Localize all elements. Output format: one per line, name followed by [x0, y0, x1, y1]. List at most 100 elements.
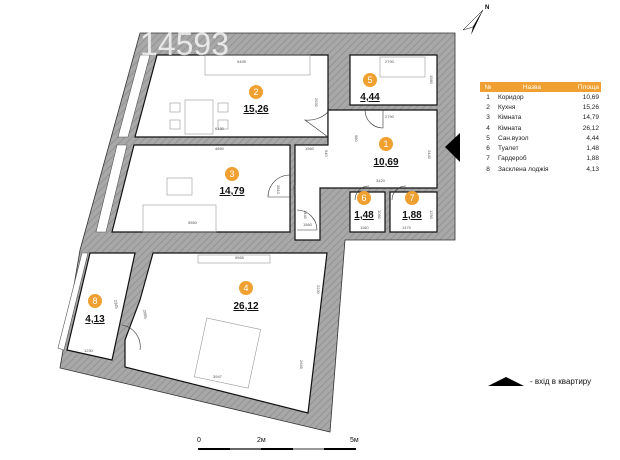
- header-number: №: [480, 82, 496, 92]
- legend-name: Кухня: [498, 103, 516, 111]
- north-compass-icon: N: [462, 5, 489, 35]
- svg-text:5565: 5565: [235, 255, 245, 260]
- window: [57, 252, 89, 351]
- legend-row: 5 Сан.вузол 4,44: [480, 133, 601, 143]
- door: [296, 209, 318, 231]
- room-marker-4: 426,12: [233, 281, 259, 312]
- legend-number: 8: [486, 165, 490, 173]
- door: [391, 185, 407, 201]
- room-marker-1: 110,69: [373, 137, 399, 168]
- scale-label: 2м: [257, 437, 266, 444]
- svg-text:1470: 1470: [402, 225, 412, 230]
- door: [364, 109, 384, 129]
- legend-area: 26,12: [582, 124, 599, 132]
- legend-area: 15,26: [582, 103, 599, 111]
- room-bedroom: [124, 252, 328, 414]
- entrance-legend: - вхід в квартиру: [488, 377, 591, 386]
- header-name: Назва: [496, 82, 568, 92]
- north-label: N: [485, 5, 489, 11]
- legend-number: 2: [486, 103, 490, 111]
- legend-number: 5: [486, 134, 490, 142]
- window: [117, 54, 151, 138]
- window: [95, 144, 128, 233]
- svg-text:2645: 2645: [299, 360, 304, 370]
- header-area: Площа: [567, 82, 601, 92]
- svg-text:540: 540: [324, 150, 329, 157]
- entrance-legend-text: - вхід в квартиру: [530, 377, 592, 386]
- svg-text:2790: 2790: [385, 59, 395, 64]
- scale-label: 5м: [350, 437, 359, 444]
- dining-table: [184, 99, 214, 135]
- legend-area: 1,88: [586, 155, 599, 163]
- svg-text:1290: 1290: [429, 210, 434, 220]
- wardrobe-unit: [197, 254, 271, 264]
- entrance-arrow-icon: [445, 133, 460, 162]
- legend-row: 6 Туалет 1,48: [480, 143, 601, 153]
- room-wardrobe: [389, 191, 438, 233]
- legend-number: 3: [486, 114, 490, 122]
- bathtub: [379, 56, 426, 78]
- room-number: 6: [361, 193, 366, 203]
- legend-area: 4,44: [586, 134, 599, 142]
- legend-row: 2 Кухня 15,26: [480, 102, 601, 112]
- room-number: 7: [409, 193, 414, 203]
- kitchen-counter: [204, 54, 311, 76]
- room-area: 1,88: [402, 210, 422, 221]
- legend-name: Сан.вузол: [498, 134, 529, 142]
- chair: [169, 119, 181, 130]
- legend-area: 14,79: [582, 114, 599, 122]
- legend-number: 4: [486, 124, 490, 132]
- legend-row: 4 Кімната 26,12: [480, 123, 601, 133]
- door: [354, 185, 370, 201]
- room-marker-8: 84,13: [85, 294, 105, 325]
- svg-text:2065: 2065: [142, 309, 149, 319]
- svg-text:2630: 2630: [314, 98, 319, 108]
- legend-number: 1: [486, 93, 490, 101]
- svg-text:2230: 2230: [316, 285, 321, 295]
- room-marker-7: 71,88: [402, 191, 422, 221]
- svg-text:5560: 5560: [188, 220, 198, 225]
- tv-stand: [166, 177, 193, 196]
- room-number: 1: [383, 139, 388, 149]
- room-area: 4,44: [360, 92, 380, 103]
- chair: [169, 102, 181, 113]
- scale-label: 0: [197, 437, 201, 444]
- door: [121, 324, 141, 351]
- legend-name: Гардероб: [498, 155, 527, 163]
- watermark: 14593: [140, 26, 229, 62]
- room-loggia: [66, 252, 136, 361]
- door: [303, 111, 329, 138]
- room-marker-6: 61,48: [354, 191, 374, 221]
- svg-text:2345: 2345: [113, 299, 120, 309]
- svg-text:1560: 1560: [303, 222, 313, 227]
- svg-text:3947: 3947: [213, 374, 223, 379]
- door: [267, 174, 291, 198]
- svg-text:4850: 4850: [215, 146, 225, 151]
- room-corridor: [294, 109, 438, 241]
- room-bathroom: [349, 54, 438, 106]
- room-marker-3: 314,79: [219, 167, 245, 197]
- room-area: 1,48: [354, 210, 374, 221]
- legend-number: 6: [486, 145, 490, 153]
- legend-name: Туалет: [498, 145, 519, 153]
- svg-text:1560: 1560: [305, 146, 315, 151]
- svg-text:1160: 1160: [360, 225, 369, 230]
- chair: [217, 119, 229, 130]
- svg-text:580: 580: [354, 135, 359, 142]
- room-area: 26,12: [233, 301, 258, 312]
- legend-name: Кімната: [498, 124, 522, 132]
- room-number: 5: [367, 75, 372, 85]
- legend-name: Засклена лоджія: [498, 165, 549, 173]
- svg-text:2810: 2810: [276, 185, 281, 195]
- svg-text:6130: 6130: [215, 126, 225, 131]
- svg-text:2440: 2440: [427, 150, 432, 160]
- legend-area: 1,48: [586, 145, 599, 153]
- legend-name: Коридор: [498, 93, 524, 101]
- svg-text:1080: 1080: [377, 210, 382, 220]
